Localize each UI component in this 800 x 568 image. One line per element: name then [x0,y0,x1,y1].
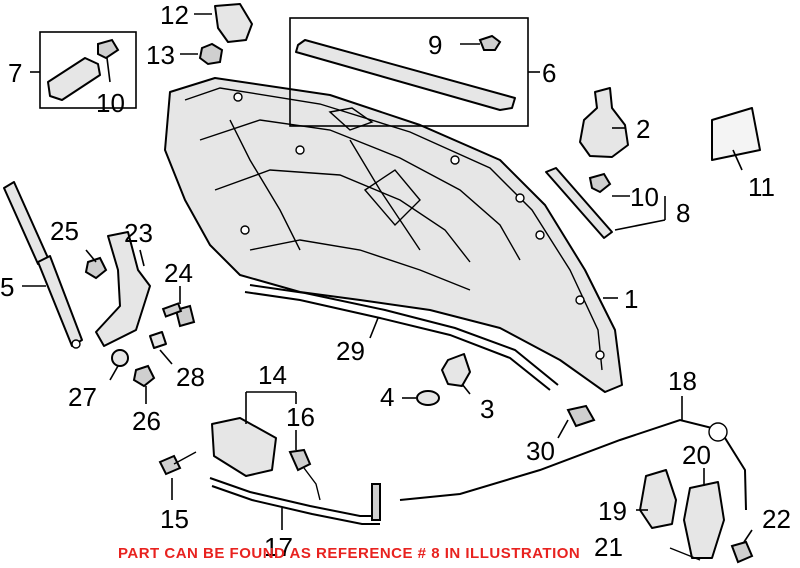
callout-1: 1 [624,284,638,314]
callout-28: 28 [176,362,205,392]
callout-23: 23 [124,218,153,248]
bumper-3 [441,353,471,387]
bushing-28 [149,331,167,349]
hinge-23 [95,231,151,347]
callout-21: 21 [594,532,623,562]
bolt-15 [158,454,182,476]
callout-22: 22 [762,504,791,534]
release-rod-17 [209,477,380,517]
callout-12: 12 [160,0,189,30]
callout-9: 9 [428,30,442,60]
nut-13 [198,42,224,66]
callout-30: 30 [526,436,555,466]
callout-18: 18 [668,366,697,396]
bumper-30 [566,404,596,428]
handle-20 [683,481,725,559]
callout-14: 14 [258,360,287,390]
hood-seal [244,291,551,391]
callout-10-top: 10 [96,88,125,118]
trim-strip [295,39,516,111]
callout-6: 6 [542,58,556,88]
callout-25: 25 [50,216,79,246]
callout-2: 2 [636,114,650,144]
callout-7: 7 [8,58,22,88]
callout-26: 26 [132,406,161,436]
callout-4: 4 [380,382,394,412]
plug-4 [416,390,440,406]
leader-lines [22,13,753,543]
part-7-frame [39,31,137,109]
clip-16 [288,448,312,472]
callout-5: 5 [0,272,14,302]
bracket-12 [214,3,253,43]
callout-numbers: 1 2 3 4 5 6 7 8 9 10 10 11 12 13 14 15 1… [0,0,791,562]
callout-13: 13 [146,40,175,70]
pin-21 [669,547,701,561]
gas-strut [3,181,49,265]
callout-10-right: 10 [630,182,659,212]
callout-15: 15 [160,504,189,534]
callout-3: 3 [480,394,494,424]
callout-27: 27 [68,382,97,412]
callout-16: 16 [286,402,315,432]
handle-19 [639,469,677,529]
clip-22 [730,540,754,564]
callout-17: 17 [264,532,293,562]
bracket-7 [47,57,101,101]
strip-8 [545,167,613,239]
label-11 [711,107,761,161]
callout-11: 11 [748,172,775,202]
hood-panel [164,77,623,393]
latch-14 [211,417,277,477]
callout-8: 8 [676,198,690,228]
callout-20: 20 [682,440,711,470]
nut-26 [132,364,156,388]
callout-19: 19 [598,496,627,526]
callout-24: 24 [164,258,193,288]
release-cable-18 [399,418,747,511]
insulator-2 [579,87,629,158]
nut-25 [84,256,108,280]
washer-27 [111,349,129,367]
callout-29: 29 [336,336,365,366]
reference-note: PART CAN BE FOUND AS REFERENCE # 8 IN IL… [118,545,580,562]
